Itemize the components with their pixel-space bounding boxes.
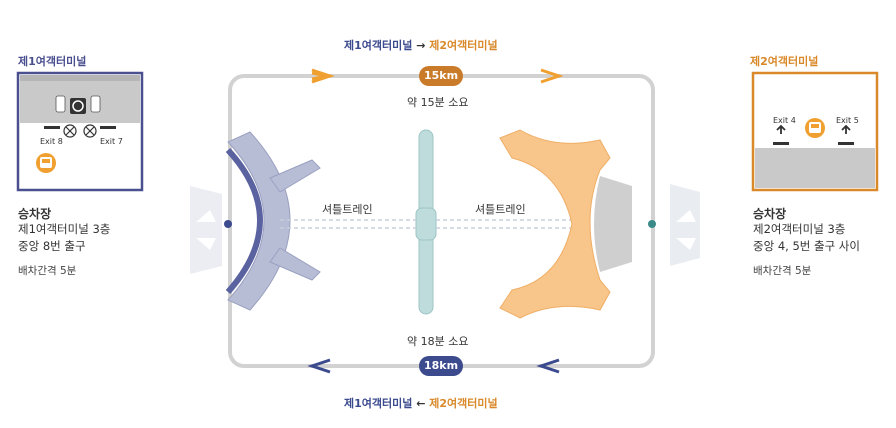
shuttle-train-label: 셔틀트레인: [322, 203, 373, 216]
distance-pill-top: [419, 66, 463, 86]
arrow-left-icon: [307, 358, 331, 374]
terminal1-title: 제1여객터미널: [18, 55, 87, 68]
route-arrow: →: [416, 39, 426, 52]
boarding-heading: 승차장: [18, 207, 52, 221]
route-to: 제2여객터미널: [429, 39, 498, 52]
distance-bottom: 18km: [423, 359, 459, 372]
concourse-building: [415, 129, 437, 315]
distance-top: 15km: [423, 69, 459, 82]
route-to: 제2여객터미널: [429, 397, 498, 410]
bus-interval: 배차간격 5분: [753, 265, 812, 277]
route-arrow: ←: [416, 397, 426, 410]
route-from: 제1여객터미널: [344, 39, 413, 52]
exit-markers-t1: [44, 124, 116, 138]
route-bottom-title: 제1여객터미널 ← 제2여객터미널: [344, 395, 498, 411]
route-top-title: 제1여객터미널 → 제2여객터미널: [344, 37, 498, 53]
route-from: 제1여객터미널: [344, 397, 413, 410]
exit-label: Exit 7: [100, 137, 123, 146]
exit-label: Exit 4: [773, 116, 796, 125]
exit-label: Exit 5: [836, 116, 859, 125]
arrow-left-icon: [536, 358, 560, 374]
shuttle-train-label: 셔틀트레인: [475, 203, 526, 216]
terminal2-title: 제2여객터미널: [750, 55, 819, 68]
bus-icon: [805, 118, 825, 138]
terminal2-building: [499, 129, 700, 319]
taxi-sign-icon: [70, 98, 86, 114]
arrow-right-icon: [540, 68, 564, 84]
boarding-exit: 중앙 4, 5번 출구 사이: [753, 239, 860, 253]
distance-pill-bottom: [419, 356, 463, 376]
bus-icon: [36, 153, 56, 173]
boarding-location: 제1여객터미널 3층: [18, 222, 111, 236]
boarding-location: 제2여객터미널 3층: [753, 222, 846, 236]
exit-label: Exit 8: [40, 137, 63, 146]
travel-time-bottom: 약 18분 소요: [407, 335, 469, 348]
boarding-exit: 중앙 8번 출구: [18, 239, 86, 253]
travel-time-top: 약 15분 소요: [407, 96, 469, 109]
boarding-heading: 승차장: [753, 207, 787, 221]
bus-interval: 배차간격 5분: [18, 265, 77, 277]
terminal1-building: [190, 131, 321, 311]
terminal1-box: [16, 71, 144, 192]
